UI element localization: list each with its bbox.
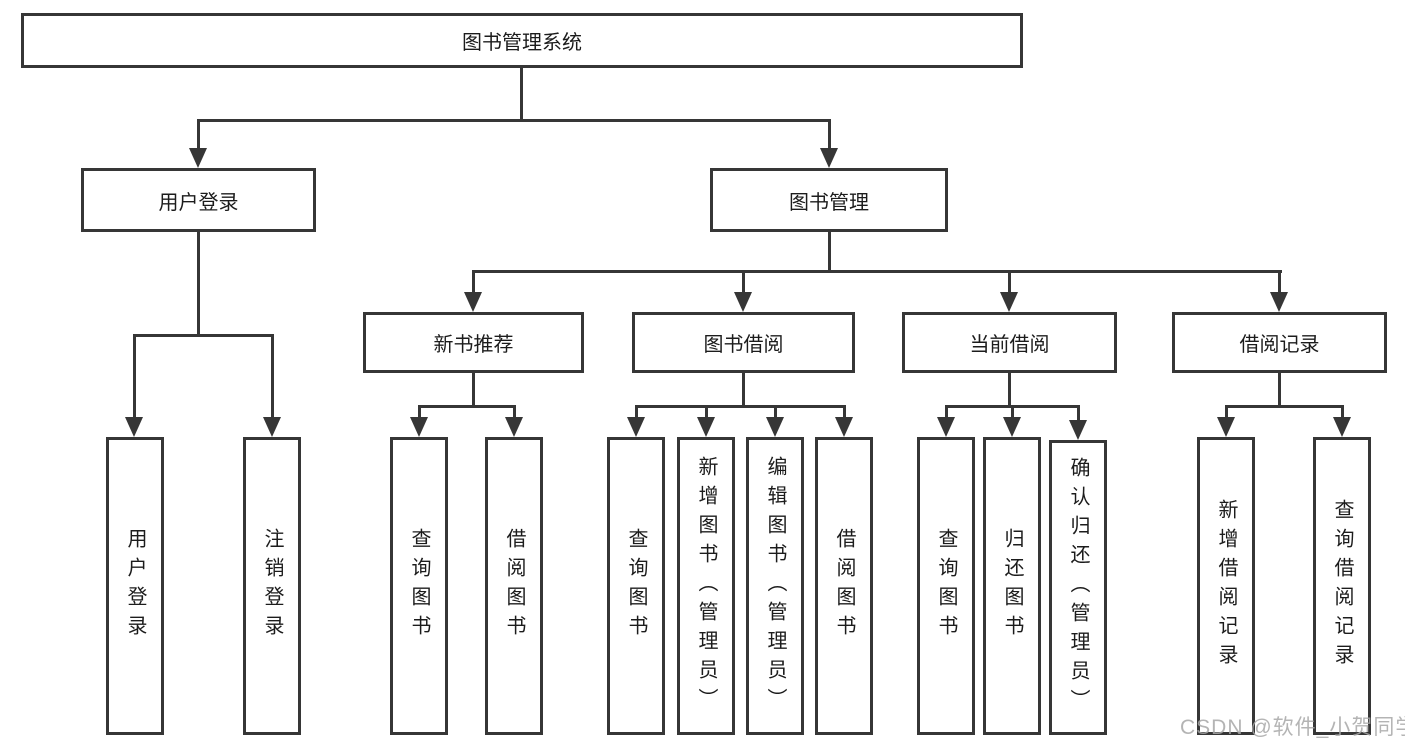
node-user-login: 用户登录 — [81, 168, 316, 232]
node-current-borrow-label: 当前借阅 — [969, 334, 1050, 356]
leaf-borrow-book: 借阅图书 — [815, 437, 873, 735]
connector-line — [828, 119, 831, 152]
connector-line — [774, 405, 777, 419]
arrow-down-icon — [125, 417, 143, 437]
arrow-down-icon — [189, 148, 207, 168]
connector-line — [1011, 405, 1014, 419]
node-root-label: 图书管理系统 — [462, 32, 582, 54]
leaf-query-book-recommend: 查询图书 — [390, 437, 448, 735]
node-current-borrow: 当前借阅 — [902, 312, 1117, 373]
connector-line — [1225, 405, 1228, 419]
watermark: CSDN @软件_小贺同学 — [1180, 716, 1405, 739]
arrow-down-icon — [1000, 292, 1018, 312]
connector-line — [742, 373, 745, 406]
connector-line — [472, 373, 475, 406]
connector-line — [133, 334, 136, 420]
leaf-user-login: 用户登录 — [106, 437, 164, 735]
leaf-query-book-borrow: 查询图书 — [607, 437, 665, 735]
leaf-query-borrow-record: 查询借阅记录 — [1313, 437, 1371, 735]
node-new-book-recommend: 新书推荐 — [363, 312, 584, 373]
connector-line — [472, 270, 1282, 273]
connector-line — [133, 334, 274, 337]
connector-line — [197, 119, 200, 152]
node-book-management-label: 图书管理 — [789, 191, 869, 214]
arrow-down-icon — [1003, 417, 1021, 437]
arrow-down-icon — [937, 417, 955, 437]
arrow-down-icon — [1270, 292, 1288, 312]
connector-line — [1278, 373, 1281, 406]
connector-line — [945, 405, 948, 419]
connector-line — [520, 68, 523, 120]
connector-line — [705, 405, 708, 419]
leaf-add-book-admin: 新增图书（管理员） — [677, 437, 735, 735]
arrow-down-icon — [1333, 417, 1351, 437]
leaf-add-borrow-record: 新增借阅记录 — [1197, 437, 1255, 735]
leaf-query-book-current: 查询图书 — [917, 437, 975, 735]
connector-line — [843, 405, 846, 419]
leaf-edit-book-admin: 编辑图书（管理员） — [746, 437, 804, 735]
arrow-down-icon — [263, 417, 281, 437]
connector-line — [1008, 270, 1011, 294]
node-new-book-recommend-label: 新书推荐 — [433, 334, 514, 356]
arrow-down-icon — [734, 292, 752, 312]
connector-line — [1225, 405, 1344, 408]
connector-line — [1077, 405, 1080, 422]
arrow-down-icon — [697, 417, 715, 437]
arrow-down-icon — [1217, 417, 1235, 437]
connector-line — [1278, 270, 1281, 294]
arrow-down-icon — [766, 417, 784, 437]
connector-line — [635, 405, 638, 419]
arrow-down-icon — [505, 417, 523, 437]
connector-line — [828, 232, 831, 272]
node-root: 图书管理系统 — [21, 13, 1023, 68]
node-borrow-record: 借阅记录 — [1172, 312, 1387, 373]
leaf-confirm-return-admin: 确认归还（管理员） — [1049, 440, 1107, 735]
node-book-management: 图书管理 — [710, 168, 948, 232]
connector-line — [635, 405, 845, 408]
leaf-logout-login: 注销登录 — [243, 437, 301, 735]
connector-line — [742, 270, 745, 294]
connector-line — [197, 232, 200, 335]
connector-line — [197, 119, 831, 122]
connector-line — [1008, 373, 1011, 406]
connector-line — [418, 405, 421, 419]
arrow-down-icon — [835, 417, 853, 437]
connector-line — [418, 405, 516, 408]
arrow-down-icon — [627, 417, 645, 437]
leaf-borrow-book-recommend: 借阅图书 — [485, 437, 543, 735]
node-borrow-record-label: 借阅记录 — [1239, 334, 1320, 356]
arrow-down-icon — [464, 292, 482, 312]
node-book-borrow-label: 图书借阅 — [703, 334, 784, 356]
arrow-down-icon — [820, 148, 838, 168]
connector-line — [271, 334, 274, 420]
connector-line — [472, 270, 475, 294]
connector-line — [1341, 405, 1344, 419]
connector-line — [513, 405, 516, 419]
leaf-return-book: 归还图书 — [983, 437, 1041, 735]
node-user-login-label: 用户登录 — [158, 191, 239, 214]
arrow-down-icon — [410, 417, 428, 437]
arrow-down-icon — [1069, 420, 1087, 440]
node-book-borrow: 图书借阅 — [632, 312, 855, 373]
